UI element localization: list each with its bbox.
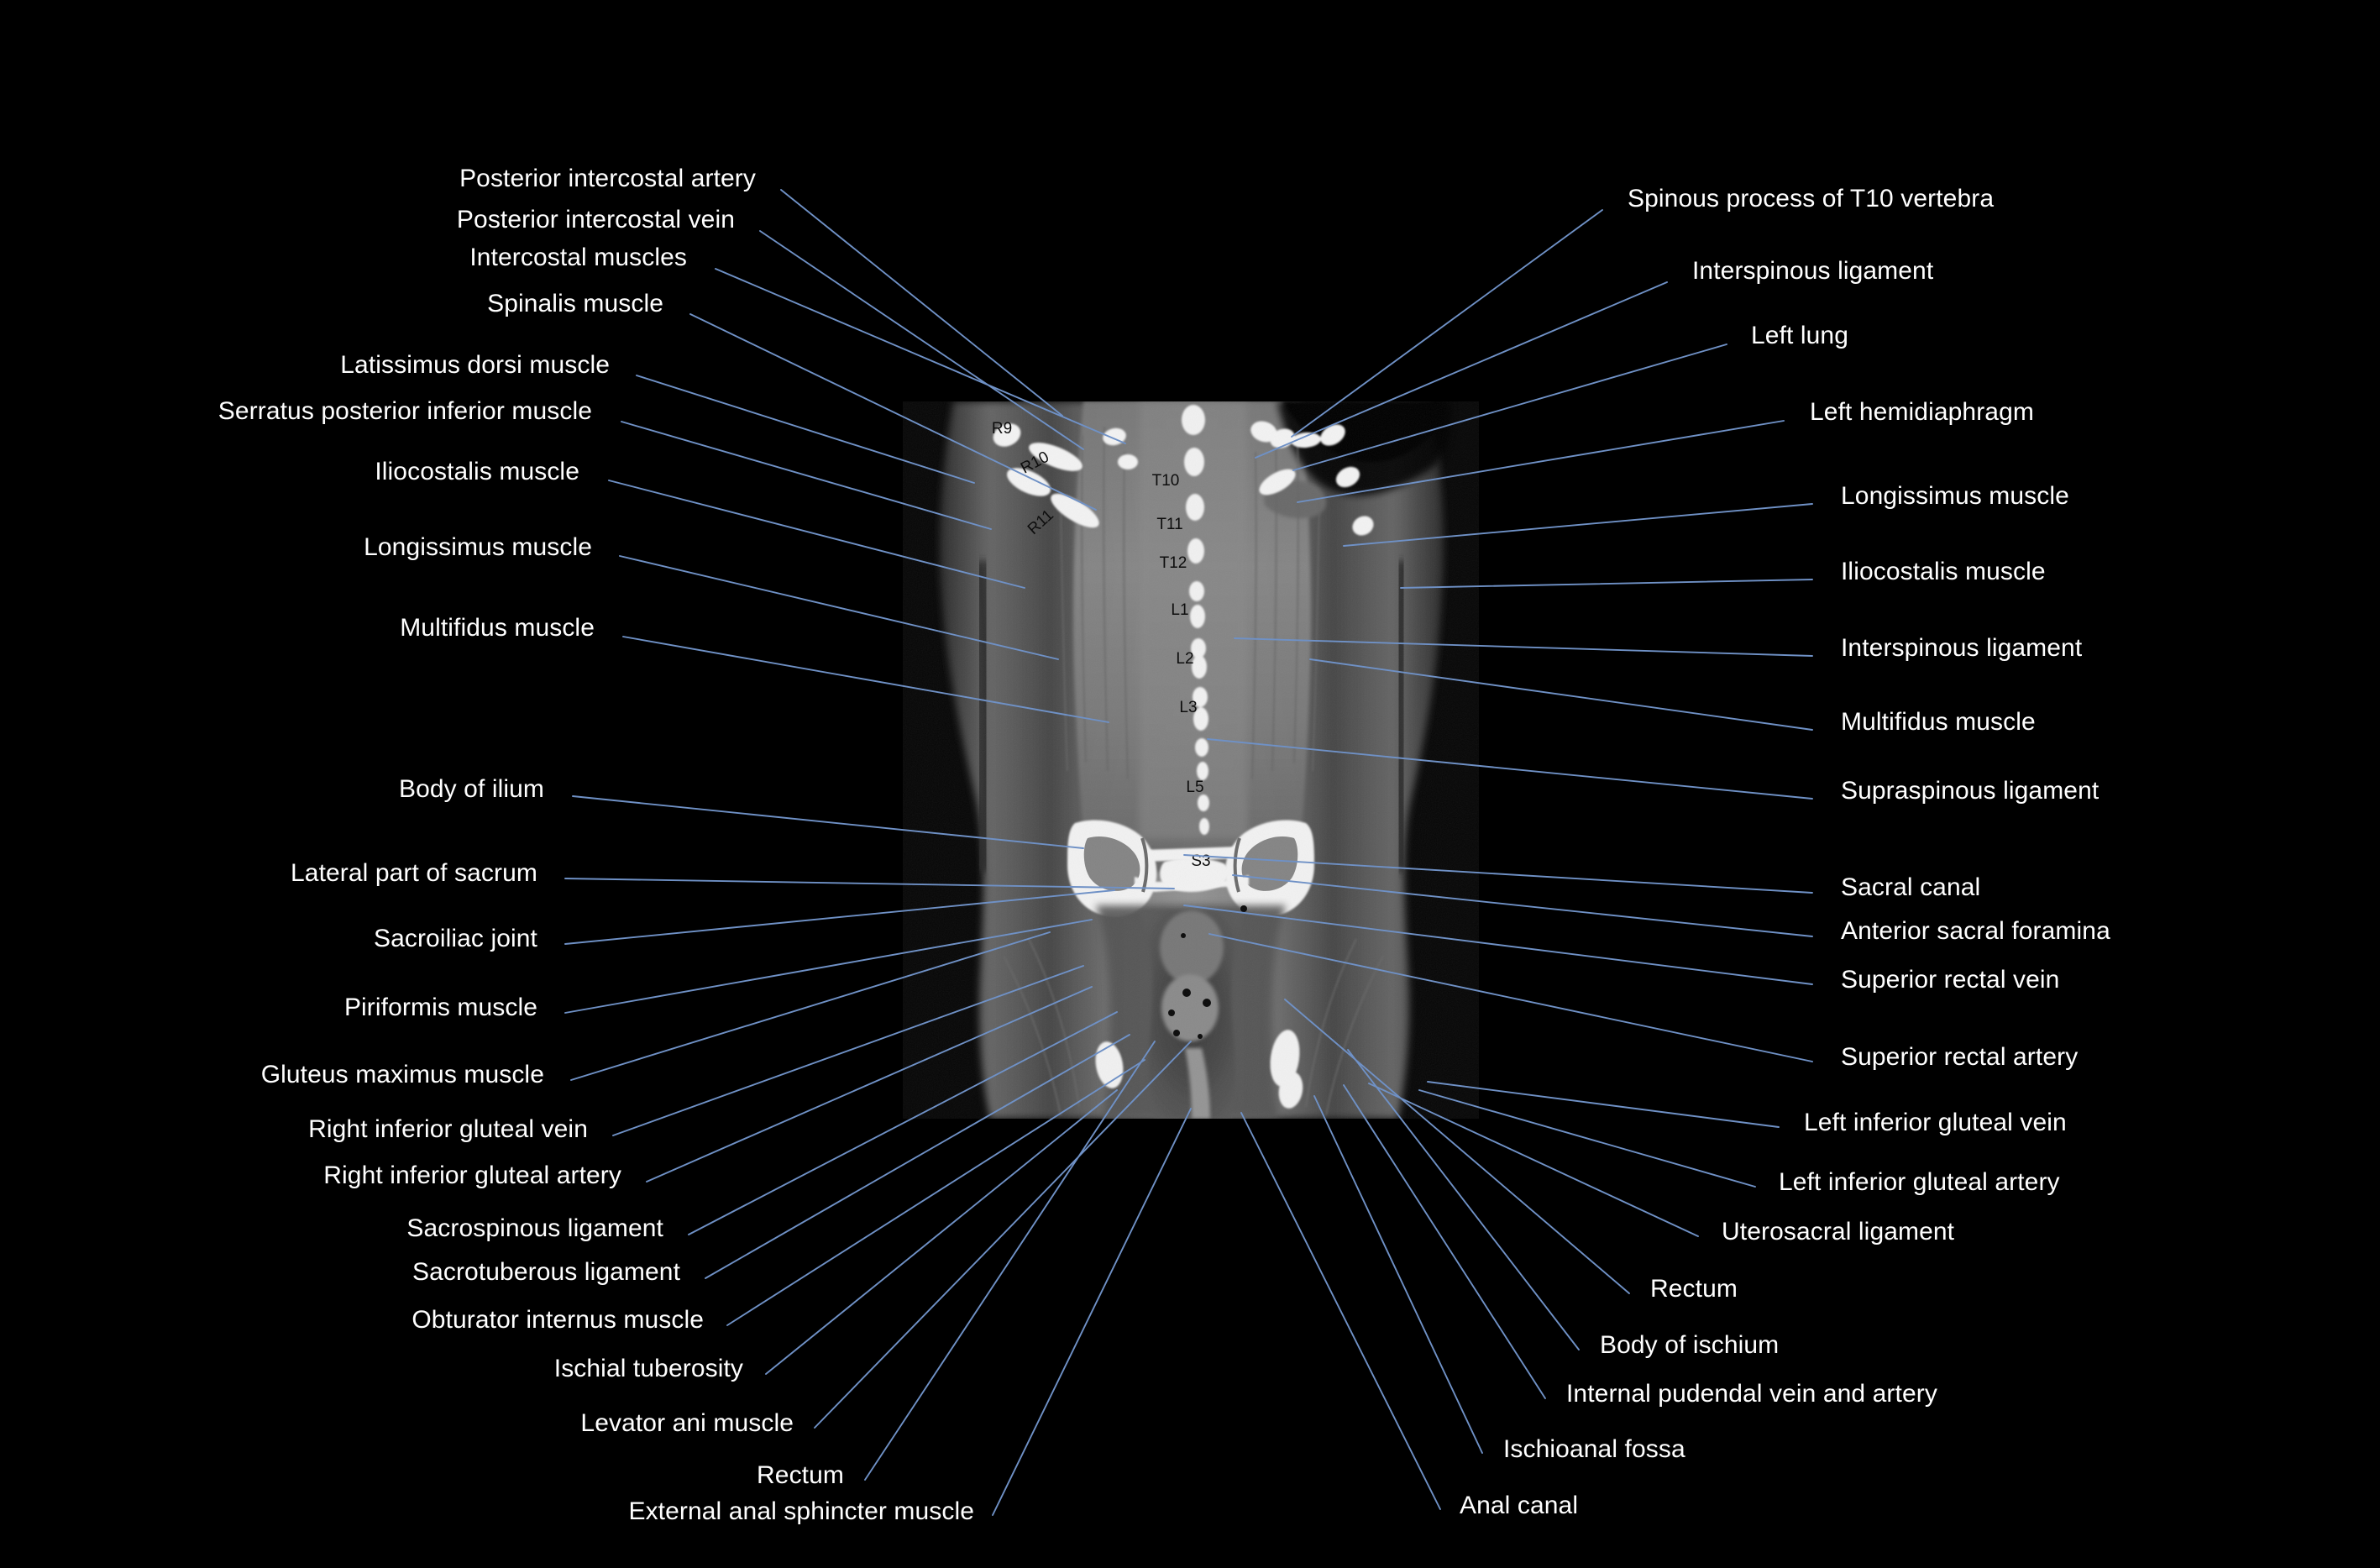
label-iliocostalis-muscle-right: Iliocostalis muscle bbox=[1841, 558, 2046, 585]
label-levator-ani-muscle: Levator ani muscle bbox=[580, 1409, 794, 1437]
leader-line-ischioanal-fossa bbox=[1313, 1095, 1483, 1454]
label-left-inferior-gluteal-artery: Left inferior gluteal artery bbox=[1779, 1168, 2060, 1196]
ct-overlay-label-t12: T12 bbox=[1160, 554, 1187, 572]
label-external-anal-sphincter-muscle: External anal sphincter muscle bbox=[628, 1497, 974, 1525]
label-ischial-tuberosity: Ischial tuberosity bbox=[553, 1355, 743, 1382]
label-sacrotuberous-ligament: Sacrotuberous ligament bbox=[412, 1258, 680, 1286]
label-spinous-process-of-t10-vertebra: Spinous process of T10 vertebra bbox=[1628, 185, 1995, 212]
ct-overlay-label-t10: T10 bbox=[1152, 472, 1180, 490]
label-superior-rectal-artery: Superior rectal artery bbox=[1841, 1043, 2079, 1071]
label-uterosacral-ligament: Uterosacral ligament bbox=[1722, 1218, 1955, 1245]
ct-overlay-label-l1: L1 bbox=[1171, 601, 1188, 619]
label-right-inferior-gluteal-artery: Right inferior gluteal artery bbox=[323, 1162, 621, 1189]
label-rectum-right: Rectum bbox=[1650, 1275, 1738, 1303]
label-sacral-canal: Sacral canal bbox=[1841, 873, 1981, 901]
label-lateral-part-of-sacrum: Lateral part of sacrum bbox=[291, 859, 537, 887]
label-supraspinous-ligament: Supraspinous ligament bbox=[1841, 777, 2100, 805]
label-right-inferior-gluteal-vein: Right inferior gluteal vein bbox=[308, 1115, 588, 1143]
ct-overlay-label-l5: L5 bbox=[1186, 779, 1203, 796]
label-longissimus-muscle-left: Longissimus muscle bbox=[364, 533, 592, 561]
label-left-inferior-gluteal-vein: Left inferior gluteal vein bbox=[1804, 1109, 2067, 1136]
label-multifidus-muscle-left: Multifidus muscle bbox=[400, 614, 595, 642]
ct-overlay-label-l2: L2 bbox=[1176, 650, 1193, 668]
leader-line-left-inferior-gluteal-vein bbox=[1427, 1081, 1780, 1128]
label-ischioanal-fossa: Ischioanal fossa bbox=[1503, 1435, 1685, 1463]
label-obturator-internus-muscle: Obturator internus muscle bbox=[412, 1306, 704, 1334]
label-intercostal-muscles: Intercostal muscles bbox=[469, 244, 687, 271]
leader-line-internal-pudendal-vein-and-artery bbox=[1343, 1084, 1546, 1399]
label-left-lung: Left lung bbox=[1751, 322, 1848, 349]
label-iliocostalis-muscle-left: Iliocostalis muscle bbox=[375, 458, 579, 485]
label-body-of-ischium: Body of ischium bbox=[1600, 1331, 1780, 1359]
label-longissimus-muscle-right: Longissimus muscle bbox=[1841, 482, 2069, 510]
label-gluteus-maximus-muscle: Gluteus maximus muscle bbox=[260, 1061, 544, 1088]
ct-overlay-label-t11: T11 bbox=[1156, 516, 1182, 533]
label-piriformis-muscle: Piriformis muscle bbox=[343, 994, 537, 1021]
label-spinalis-muscle: Spinalis muscle bbox=[487, 290, 663, 317]
leader-line-external-anal-sphincter-muscle bbox=[992, 1108, 1192, 1516]
label-left-hemidiaphragm: Left hemidiaphragm bbox=[1810, 398, 2034, 426]
label-anterior-sacral-foramina: Anterior sacral foramina bbox=[1841, 917, 2110, 945]
label-anal-canal: Anal canal bbox=[1460, 1492, 1579, 1519]
label-posterior-intercostal-vein: Posterior intercostal vein bbox=[456, 206, 735, 233]
label-sacroiliac-joint: Sacroiliac joint bbox=[373, 925, 537, 952]
leader-line-anal-canal bbox=[1240, 1112, 1441, 1510]
label-serratus-posterior-inferior-muscle: Serratus posterior inferior muscle bbox=[218, 397, 592, 425]
label-body-of-ilium: Body of ilium bbox=[398, 775, 544, 803]
leader-line-posterior-intercostal-artery bbox=[780, 189, 1063, 417]
leader-line-ischial-tuberosity bbox=[765, 1089, 1118, 1375]
label-latissimus-dorsi-muscle: Latissimus dorsi muscle bbox=[340, 351, 610, 379]
label-internal-pudendal-vein-and-artery: Internal pudendal vein and artery bbox=[1566, 1380, 1937, 1408]
label-interspinous-ligament-lower: Interspinous ligament bbox=[1841, 634, 2083, 662]
ct-overlay-label-r9: R9 bbox=[992, 420, 1012, 438]
label-sacrospinous-ligament: Sacrospinous ligament bbox=[406, 1214, 663, 1242]
ct-overlay-label-l3: L3 bbox=[1179, 699, 1197, 716]
ct-overlay-label-s3: S3 bbox=[1191, 852, 1210, 870]
label-interspinous-ligament-upper: Interspinous ligament bbox=[1692, 257, 1934, 285]
label-rectum-left: Rectum bbox=[757, 1461, 844, 1489]
label-multifidus-muscle-right: Multifidus muscle bbox=[1841, 708, 2036, 736]
label-posterior-intercostal-artery: Posterior intercostal artery bbox=[459, 165, 756, 192]
label-superior-rectal-vein: Superior rectal vein bbox=[1841, 966, 2060, 994]
